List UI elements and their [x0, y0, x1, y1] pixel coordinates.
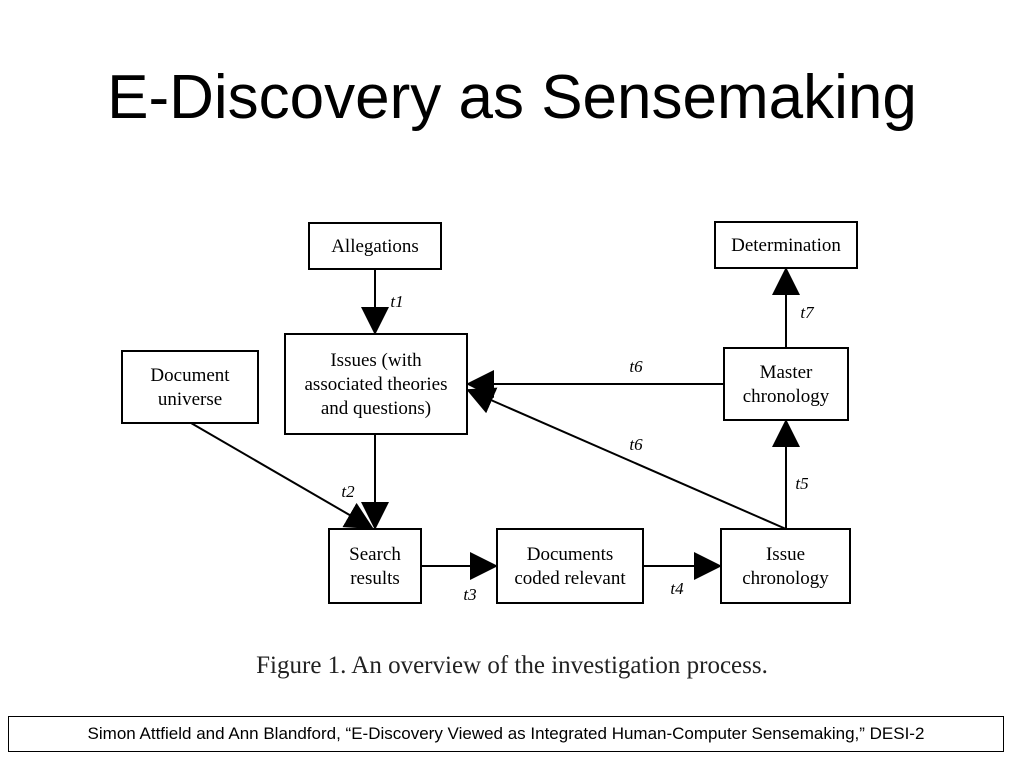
- node-box: [121, 350, 259, 424]
- edge-label-t7: t7: [800, 303, 815, 322]
- node-box: [720, 528, 851, 604]
- node-label-line: Documents: [527, 544, 614, 565]
- node-label-line: Issues (with: [330, 350, 422, 371]
- node-label-line: chronology: [743, 386, 830, 407]
- node-label-line: chronology: [742, 568, 829, 589]
- node-label-line: universe: [158, 389, 222, 410]
- edge-label-t5: t5: [795, 474, 808, 493]
- edge-label-t6: t6: [629, 357, 643, 376]
- edge-label-t4: t4: [670, 579, 684, 598]
- node-issues: Issues (with associated theories and quest…: [284, 333, 468, 435]
- node-label-line: and questions): [321, 398, 431, 419]
- node-box: [496, 528, 644, 604]
- node-box: [328, 528, 422, 604]
- node-label-line: Search: [349, 544, 401, 565]
- edge-document-universe-to-search-results: [190, 422, 374, 530]
- node-label-line: results: [350, 568, 400, 589]
- node-documents-coded-relevant: Documents coded relevant: [496, 528, 644, 604]
- node-determination: Determination: [714, 221, 858, 269]
- node-box: [714, 221, 858, 269]
- edge-label-t6: t6: [629, 435, 643, 454]
- node-search-results: Search results: [328, 528, 422, 604]
- citation-box: Simon Attfield and Ann Blandford, “E-Dis…: [8, 716, 1004, 752]
- edge-label-t1: t1: [390, 292, 403, 311]
- edge-label-t2: t2: [341, 482, 355, 501]
- slide-title: E-Discovery as Sensemaking: [107, 63, 917, 132]
- node-label-line: Determination: [731, 235, 841, 256]
- edge-label-t3: t3: [463, 585, 476, 604]
- node-document-universe: Document universe: [121, 350, 259, 424]
- node-allegations: Allegations: [308, 222, 442, 270]
- node-label-line: associated theories: [305, 374, 448, 395]
- node-box: [723, 347, 849, 421]
- node-label-line: Allegations: [331, 236, 419, 257]
- node-issue-chronology: Issue chronology: [720, 528, 851, 604]
- node-label-line: coded relevant: [514, 568, 626, 589]
- node-master-chronology: Master chronology: [723, 347, 849, 421]
- node-label-line: Document: [150, 365, 230, 386]
- node-label-line: Master: [760, 362, 813, 383]
- node-box: [284, 333, 468, 435]
- edge-issue-chronology-to-issues: [466, 387, 787, 530]
- process-diagram: t1 t2 t3 t4 t5 t6 t6 t7 Allegations Determinatio…: [121, 221, 858, 604]
- node-label-line: Issue: [766, 544, 805, 565]
- figure-caption: Figure 1. An overview of the investigati…: [256, 652, 768, 679]
- node-box: [308, 222, 442, 270]
